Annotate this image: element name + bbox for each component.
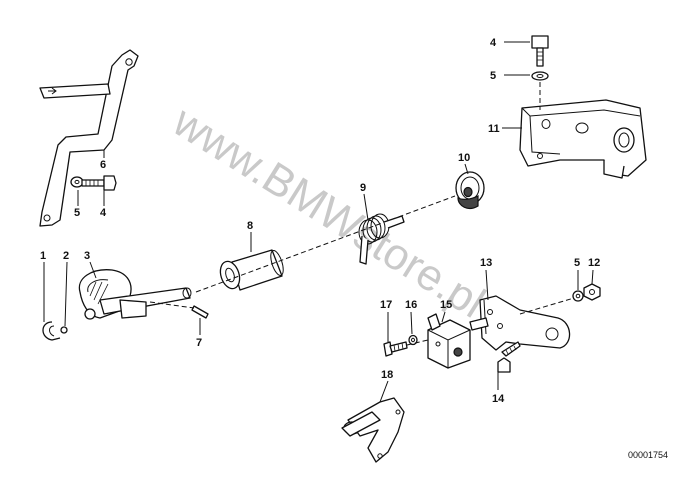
lever-arm-part <box>39 49 139 227</box>
small-washer-part <box>408 334 418 346</box>
callout-8: 8 <box>247 220 253 232</box>
callout-15: 15 <box>440 299 452 311</box>
switch-plate-part <box>469 295 571 351</box>
switch-part <box>427 313 471 369</box>
callout-1: 1 <box>40 250 46 262</box>
callout-5-right: 5 <box>574 257 580 269</box>
document-number: 00001754 <box>628 450 668 460</box>
callout-3: 3 <box>84 250 90 262</box>
mounting-bracket-part <box>519 99 647 179</box>
bolt-part-left <box>81 175 117 191</box>
callout-7: 7 <box>196 337 202 349</box>
callout-17: 17 <box>380 299 392 311</box>
callout-labels: 1 2 3 5 4 6 7 8 9 10 11 4 5 13 5 12 14 1… <box>40 37 600 405</box>
rubber-bush-part <box>455 171 485 210</box>
washer-part-left <box>70 176 84 188</box>
selector-shaft-part <box>78 269 192 320</box>
bushing-sleeve-part <box>219 249 284 291</box>
callout-5-top: 5 <box>490 70 496 82</box>
spring-clip-part <box>42 321 61 341</box>
nut-part <box>583 283 601 301</box>
leader-lines <box>43 41 594 403</box>
callout-14: 14 <box>492 393 505 405</box>
callout-9: 9 <box>360 182 366 194</box>
callout-13: 13 <box>480 257 492 269</box>
callout-18: 18 <box>381 369 393 381</box>
callout-2: 2 <box>63 250 69 262</box>
callout-16: 16 <box>405 299 417 311</box>
washer-part-right <box>572 290 584 302</box>
callout-12: 12 <box>588 257 600 269</box>
callout-5-left: 5 <box>74 207 80 219</box>
axis-line <box>195 195 456 293</box>
callout-11: 11 <box>488 123 500 135</box>
screw-part <box>383 341 408 357</box>
callout-6: 6 <box>100 159 106 171</box>
callout-4-left: 4 <box>100 207 107 219</box>
callout-4-top: 4 <box>490 37 497 49</box>
watermark-text: www.BMWstore.pl <box>164 96 494 327</box>
torsion-spring-part <box>358 213 405 265</box>
washer-part-top <box>531 71 549 81</box>
small-ring-part <box>60 326 68 334</box>
bolt-part-top <box>531 35 549 67</box>
callout-10: 10 <box>458 152 470 164</box>
pin-part <box>149 301 209 319</box>
holder-part <box>341 397 405 463</box>
bolt-part-bottom <box>497 341 521 373</box>
